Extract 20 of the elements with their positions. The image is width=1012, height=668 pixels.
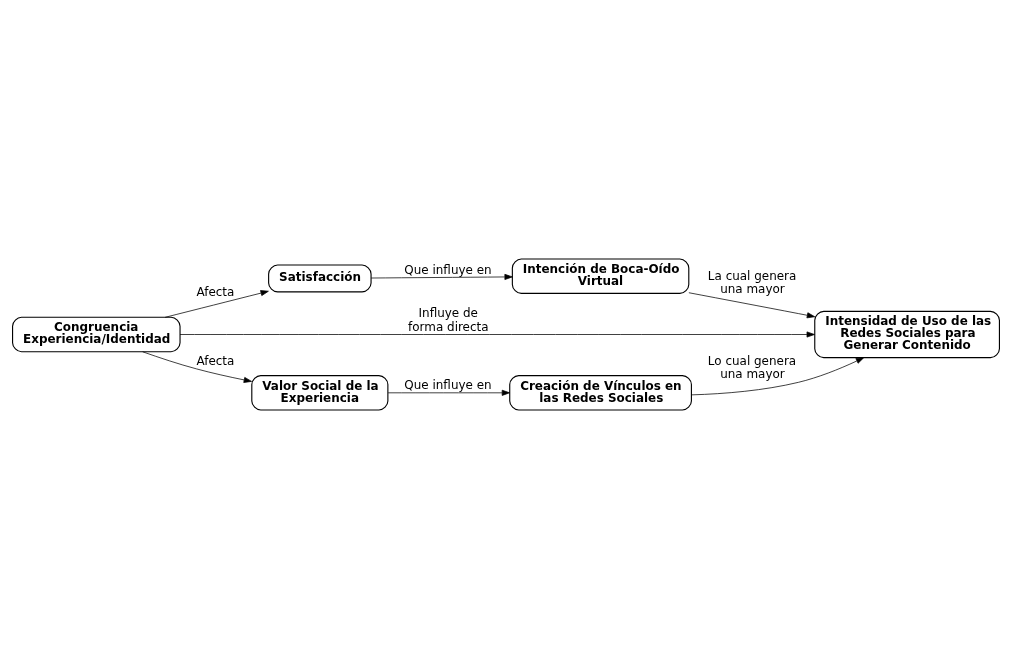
arrow xyxy=(370,273,513,280)
node-box: Congruencia Experiencia/Identidad xyxy=(12,316,181,352)
edge-label: Influye de forma directa xyxy=(408,305,489,334)
node-box: Creación de Vínculos en las Redes Sociales xyxy=(509,374,692,411)
edge-label: Afecta xyxy=(196,353,235,368)
edge-label: Que influye en xyxy=(404,262,492,277)
node-box: Valor Social de la Experiencia xyxy=(251,374,389,411)
node-box: Satisfacción xyxy=(268,263,372,292)
arrow xyxy=(387,389,510,396)
arrow xyxy=(164,289,269,318)
node-box: Intensidad de Uso de las Redes Sociales para Generar Contenido xyxy=(814,310,1000,358)
edge-label: Que influye en xyxy=(404,377,492,392)
arrow xyxy=(688,291,816,318)
edge-label: Afecta xyxy=(196,284,235,299)
arrow xyxy=(142,350,252,383)
node-box: Intención de Boca-Oído Virtual xyxy=(511,257,690,294)
edge-label: Lo cual genera una mayor xyxy=(707,353,797,381)
arrow xyxy=(179,331,815,337)
edge-label: La cual genera una mayor xyxy=(707,268,797,296)
arrow xyxy=(691,356,865,395)
